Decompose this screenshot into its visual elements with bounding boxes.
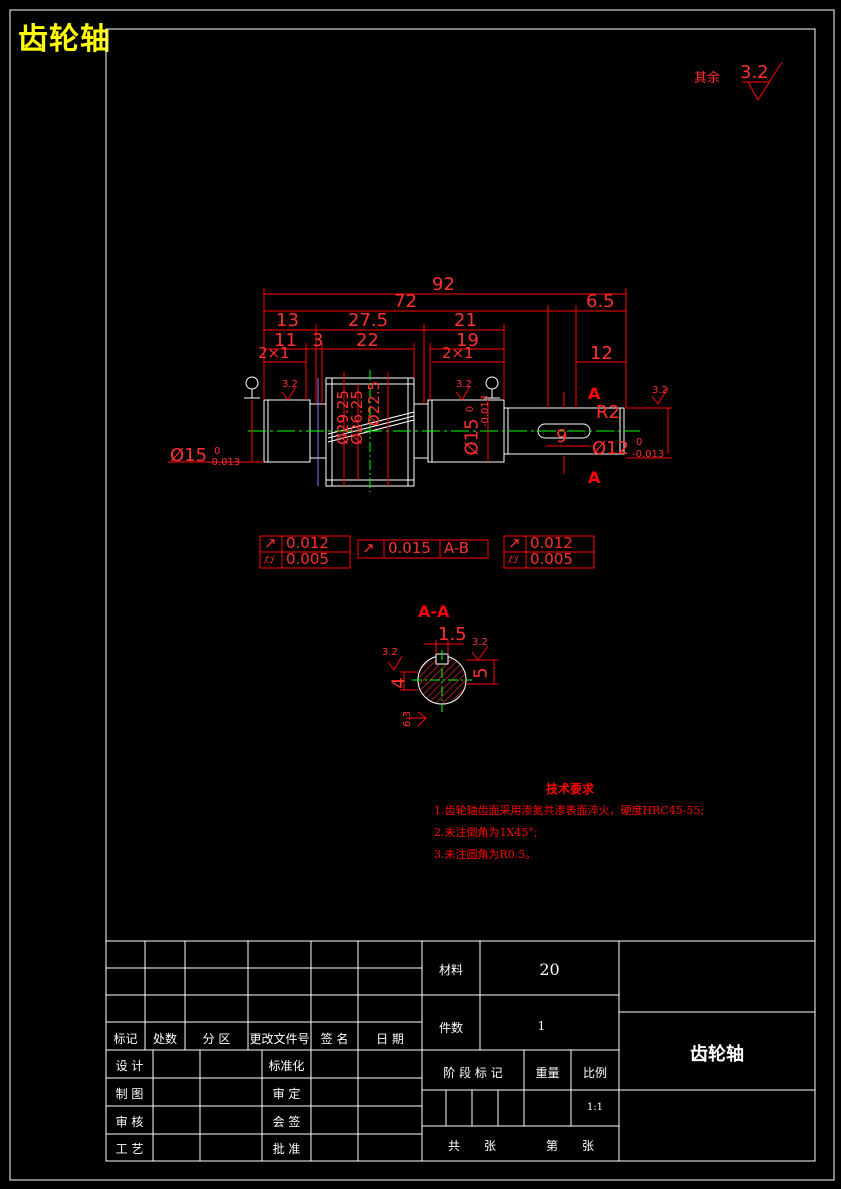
section-mark-top: A: [588, 384, 601, 403]
drawing-title: 齿轮轴: [18, 22, 111, 57]
tb-scale-value: 1:1: [586, 1102, 604, 1113]
tb-header-change-doc: 更改文件号: [249, 1032, 310, 1046]
tb-total-label: 共: [447, 1139, 460, 1153]
dia-end-tol-lower: -0.013: [632, 449, 665, 460]
dim-6-5: 6.5: [586, 291, 615, 312]
general-roughness-symbol: [742, 61, 783, 101]
tech-req-item-1: 1.齿轮轴齿面采用渗氮共渗表面淬火，硬度HRC45-55;: [434, 804, 705, 817]
tol-frame-5-value: 0.005: [530, 550, 573, 568]
radius-r2: R2: [596, 402, 620, 423]
chamfer-left: 2×1: [258, 344, 290, 362]
dim-92: 92: [432, 274, 455, 295]
dim-27-5: 27.5: [348, 310, 389, 331]
tol-frame-1-value: 0.012: [286, 534, 329, 552]
dim-19: 19: [456, 330, 479, 351]
tol-frame-5-symbol: ⌭: [508, 550, 519, 568]
tb-material-value: 20: [539, 960, 560, 979]
dimension-lines: [168, 288, 672, 486]
section-roughness-right: 3.2: [472, 637, 488, 648]
roughness-other-label: 其余: [694, 71, 721, 86]
section-dim-depth: 5: [470, 667, 492, 679]
roughness-label-1: 3.2: [282, 379, 298, 390]
dim-11: 11: [274, 330, 297, 351]
tb-page-sheets-label: 张: [581, 1139, 594, 1153]
title-block: [106, 940, 815, 1161]
tol-frame-4-value: 0.012: [530, 534, 573, 552]
tech-req-item-2: 2.未注倒角为1X45°;: [434, 826, 538, 839]
tb-count-value: 1: [537, 1019, 546, 1033]
section-dim-width: 1.5: [438, 624, 467, 645]
dim-3: 3: [312, 330, 324, 351]
datum-markers: [244, 376, 500, 399]
tb-process-label: 工 艺: [115, 1142, 144, 1156]
tb-part-name: 齿轮轴: [690, 1044, 744, 1065]
dim-21: 21: [454, 310, 477, 331]
tb-page-label: 第: [545, 1139, 558, 1153]
section-dim-4: 4: [388, 677, 410, 689]
tech-req-item-3: 3.未注圆角为R0.5。: [434, 848, 537, 861]
tb-material-label: 材料: [438, 963, 463, 977]
tb-review-label: 审 核: [115, 1115, 144, 1129]
dia-left-tol-upper: 0: [214, 446, 221, 457]
tol-frame-4-symbol: ↗: [508, 534, 521, 552]
tol-frame-2-symbol: ⌭: [264, 550, 275, 568]
dia-mid-tol-lower: -0.013: [480, 394, 492, 428]
dia-end-tol-upper: 0: [636, 437, 643, 448]
tb-header-mark: 标记: [113, 1032, 138, 1046]
tb-sheets-label: 张: [483, 1139, 496, 1153]
tb-header-date: 日 期: [376, 1032, 404, 1046]
tb-approve-label: 审 定: [272, 1087, 301, 1101]
dia-end: Ø12: [592, 438, 630, 459]
dim-22: 22: [356, 330, 379, 351]
tb-header-sign: 签 名: [320, 1032, 349, 1046]
tb-header-zone: 分 区: [202, 1032, 231, 1046]
tb-scale-label: 比例: [582, 1066, 607, 1080]
section-aa-view: [387, 640, 498, 727]
dim-72: 72: [394, 291, 417, 312]
tb-header-count: 处数: [152, 1032, 177, 1046]
dia-left: Ø15: [170, 445, 208, 466]
tol-frame-1-symbol: ↗: [264, 534, 277, 552]
dim-13: 13: [276, 310, 299, 331]
tb-draw-label: 制 图: [115, 1087, 144, 1101]
tol-frame-2-value: 0.005: [286, 550, 329, 568]
inner-border: [105, 28, 816, 1162]
dia-mid-tol-upper: 0: [465, 405, 477, 413]
chamfer-right: 2×1: [442, 344, 474, 362]
tb-countersign-label: 会 签: [272, 1115, 301, 1129]
roughness-other-value: 3.2: [740, 62, 769, 83]
roughness-marks-main: [281, 385, 669, 405]
section-roughness-bottom: 6.3: [401, 711, 413, 727]
gear-dia-3: Ø22.5: [365, 380, 384, 427]
section-mark-bottom: A: [588, 468, 601, 487]
section-aa-title: A-A: [418, 602, 450, 621]
tb-design-label: 设 计: [115, 1059, 144, 1073]
tb-standard-label: 标准化: [268, 1059, 305, 1073]
dia-left-tol-lower: -0.013: [208, 457, 241, 468]
gear-dia-2: Ø26.25: [347, 390, 366, 445]
dia-mid: Ø15: [461, 418, 483, 456]
tol-frame-3-datum: A-B: [444, 539, 470, 557]
tb-weight-label: 重量: [535, 1066, 560, 1080]
tol-frame-3-symbol: ↗: [362, 539, 375, 557]
keyway-length: 9: [556, 426, 568, 447]
outer-border: [9, 9, 835, 1181]
tech-req-title: 技术要求: [546, 782, 595, 796]
roughness-label-2: 3.2: [456, 379, 472, 390]
section-roughness-left: 3.2: [382, 647, 398, 658]
shaft-main-view: [263, 377, 625, 487]
tb-count-label: 件数: [438, 1021, 463, 1035]
tol-frame-3-value: 0.015: [388, 539, 431, 557]
dim-12: 12: [590, 343, 613, 364]
roughness-label-3: 3.2: [652, 385, 668, 396]
tb-stage-label: 阶 段 标 记: [443, 1066, 503, 1080]
tolerance-frames: [259, 535, 595, 569]
tb-ratify-label: 批 准: [272, 1142, 301, 1156]
